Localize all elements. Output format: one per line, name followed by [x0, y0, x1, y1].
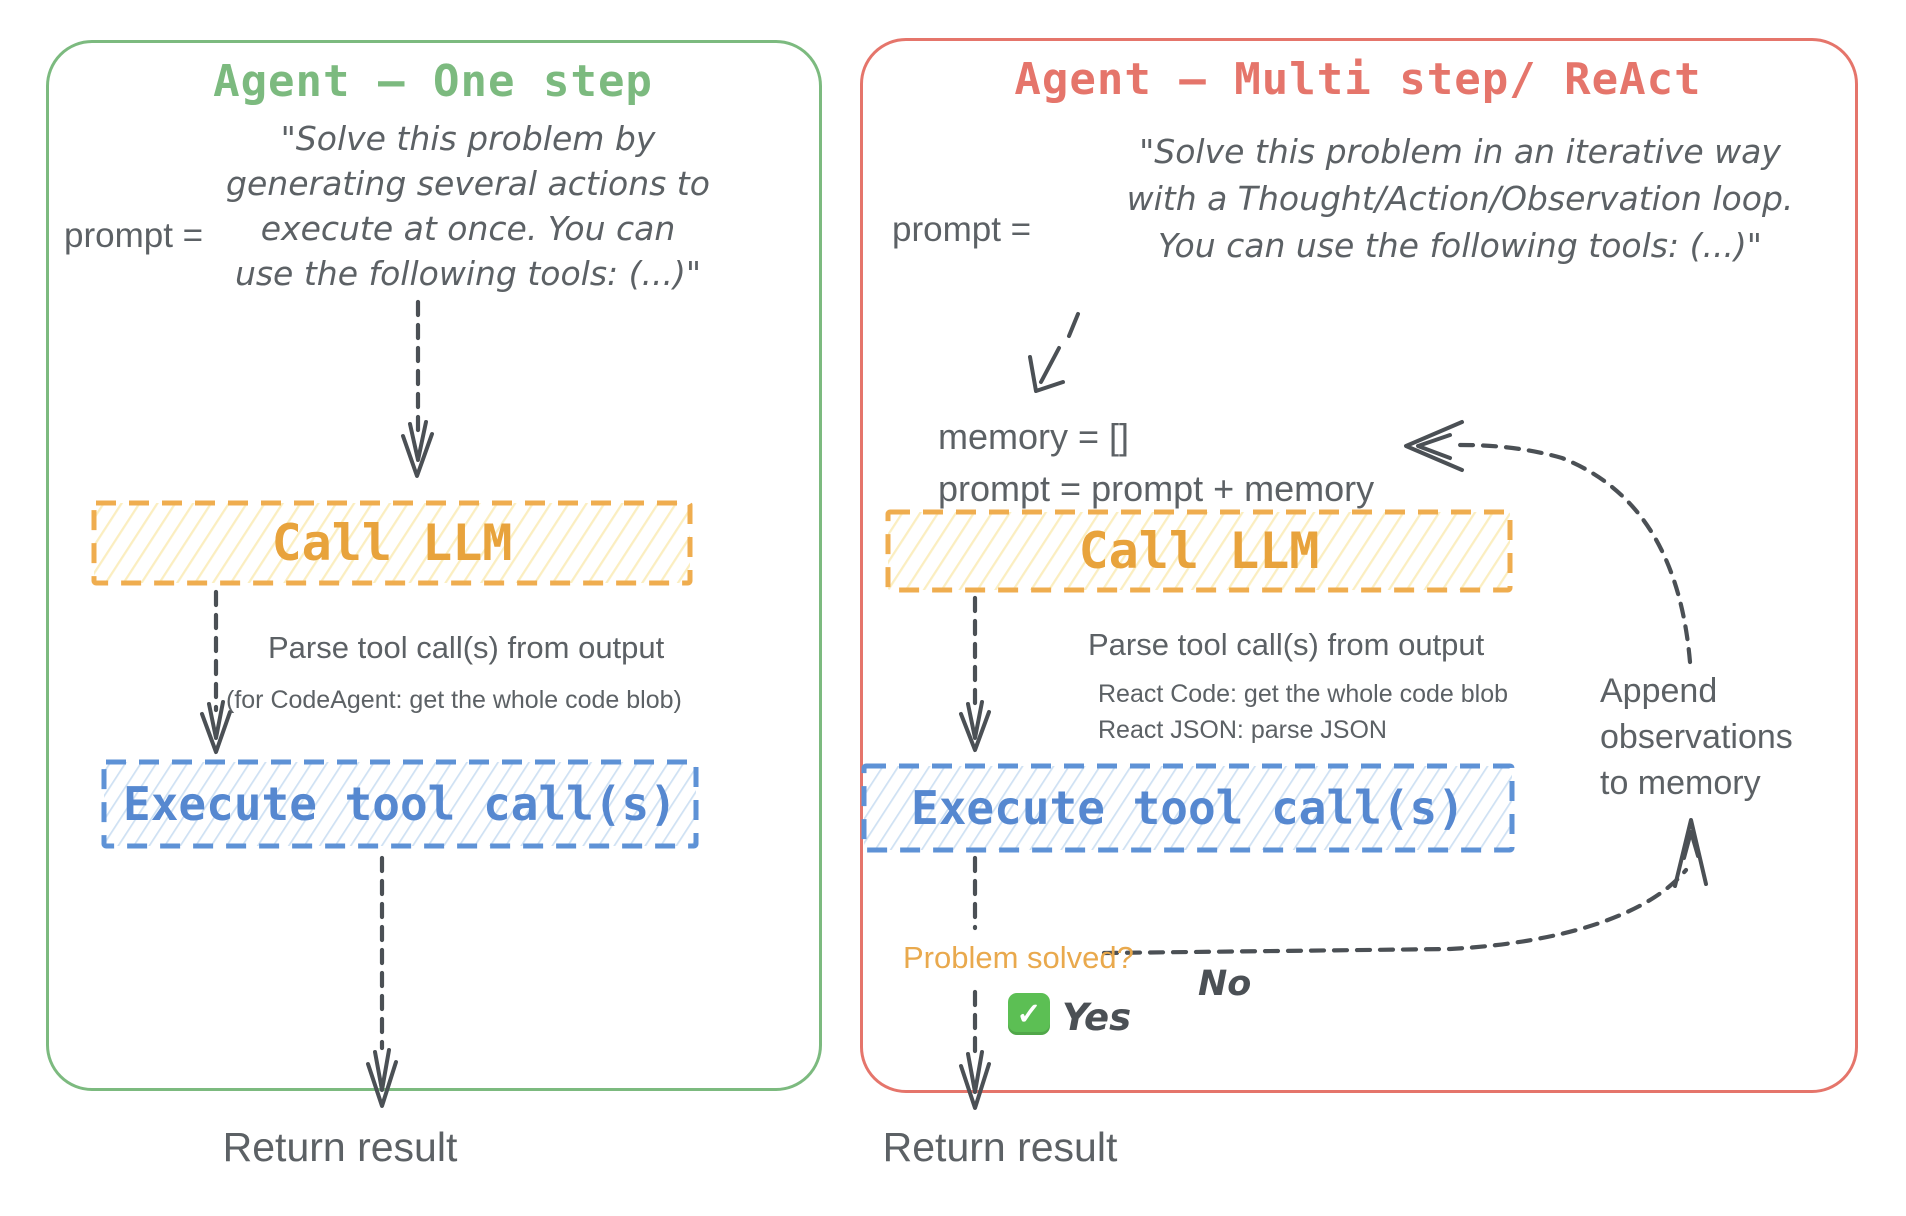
append-line: to memory [1600, 764, 1761, 802]
checkmark-icon: ✓ [1008, 993, 1050, 1035]
prompt-update-line: prompt = prompt + memory [938, 468, 1375, 509]
yes-label: Yes [1062, 996, 1132, 1039]
one-step-title: Agent – One step [213, 56, 653, 107]
prompt-line: generating several actions to [226, 164, 710, 203]
parse-note-left: (for CodeAgent: get the whole code blob) [226, 686, 682, 714]
return-result-left: Return result [222, 1124, 458, 1170]
parse-title-left: Parse tool call(s) from output [268, 630, 665, 665]
prompt-line: "Solve this problem in an iterative way [1139, 132, 1781, 171]
problem-solved-label: Problem solved? [903, 940, 1134, 975]
multi-step-panel [860, 38, 1858, 1093]
execute-label-right: Execute tool call(s) [911, 781, 1465, 835]
prompt-label-left: prompt = [64, 216, 204, 255]
prompt-line: with a Thought/Action/Observation loop. [1126, 179, 1794, 218]
prompt-text-left: "Solve this problem by generating severa… [183, 116, 753, 296]
append-line: observations [1600, 718, 1793, 756]
prompt-line: execute at once. You can [260, 209, 676, 248]
prompt-line: You can use the following tools: (...)" [1158, 226, 1762, 265]
call-llm-label-left: Call LLM [271, 514, 513, 572]
execute-label-left: Execute tool call(s) [123, 777, 677, 831]
parse-note-react-code: React Code: get the whole code blob [1098, 680, 1508, 708]
prompt-text-right: "Solve this problem in an iterative way … [1052, 128, 1868, 269]
append-observations-label: Append observations to memory [1600, 668, 1870, 806]
parse-title-right: Parse tool call(s) from output [1088, 627, 1485, 662]
no-label: No [1198, 964, 1252, 1004]
parse-note-react-json: React JSON: parse JSON [1098, 716, 1387, 744]
append-line: Append [1600, 672, 1718, 710]
call-llm-label-right: Call LLM [1078, 522, 1320, 580]
multi-step-title: Agent – Multi step/ ReAct [1014, 54, 1702, 105]
one-step-panel [46, 40, 822, 1091]
prompt-line: "Solve this problem by [280, 119, 656, 158]
memory-init-line: memory = [] [938, 416, 1130, 457]
prompt-line: use the following tools: (...)" [234, 254, 702, 293]
return-result-right: Return result [882, 1124, 1118, 1170]
prompt-label-right: prompt = [892, 210, 1032, 249]
